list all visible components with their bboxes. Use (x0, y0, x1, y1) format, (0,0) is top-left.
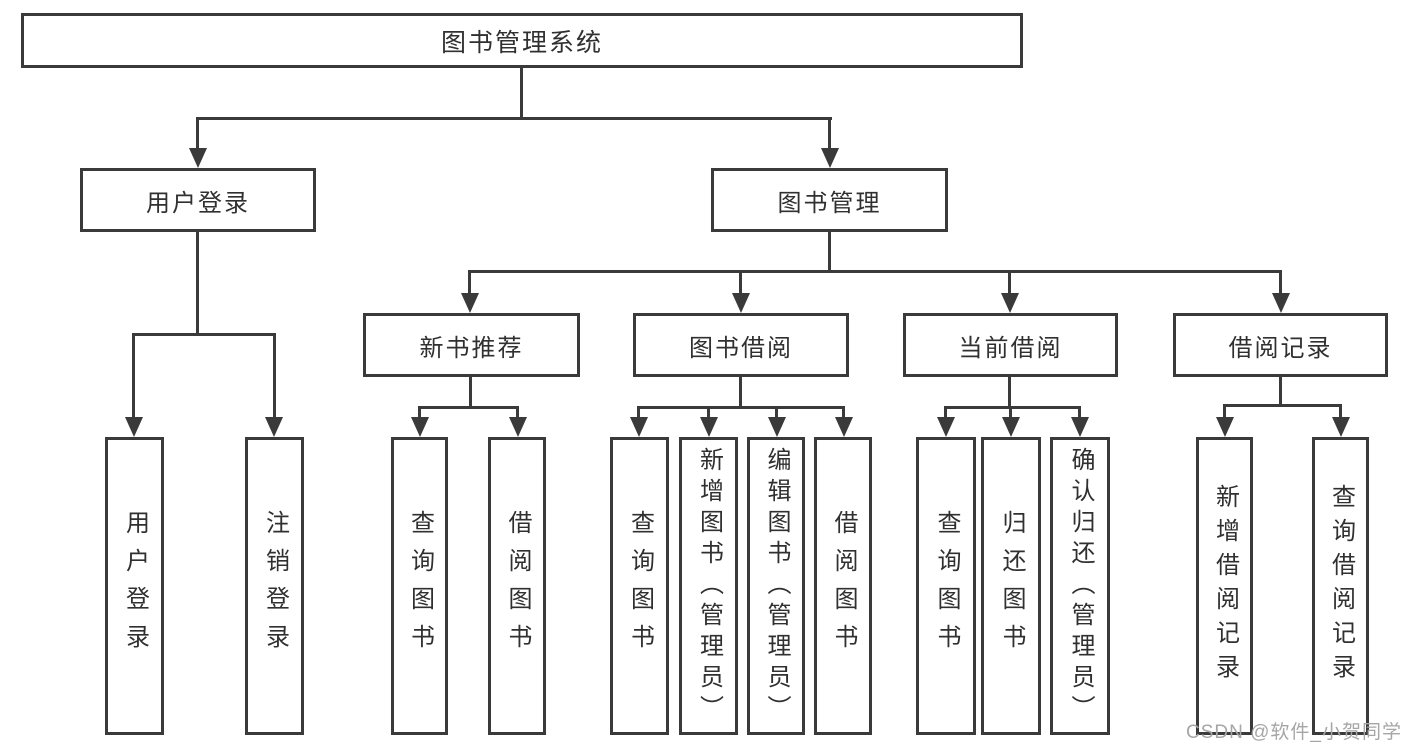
arrowhead-icon (189, 148, 207, 168)
node-label: 用户登录 (146, 189, 250, 217)
leaf-add-borrow-record: 新增借阅记录 (1196, 437, 1253, 735)
leaf-logout: 注销登录 (245, 437, 304, 735)
arrowhead-icon (265, 417, 283, 437)
connector-line (1279, 377, 1282, 407)
leaf-confirm-return-admin: 确认归还（管理员） (1050, 437, 1110, 735)
connector-line (273, 333, 276, 418)
leaf-add-book-admin: 新增图书（管理员） (679, 437, 738, 735)
arrowhead-icon (1002, 417, 1020, 437)
arrowhead-icon (835, 417, 853, 437)
connector-line (1008, 270, 1011, 294)
leaf-label: 注销登录 (261, 510, 289, 662)
node-label: 当前借阅 (958, 334, 1063, 362)
arrowhead-icon (509, 417, 527, 437)
connector-line (520, 68, 523, 118)
arrowhead-icon (700, 417, 718, 437)
leaf-label: 查询图书 (933, 510, 960, 662)
arrowhead-icon (732, 293, 750, 313)
leaf-label: 查询借阅记录 (1327, 484, 1355, 688)
leaf-label: 借阅图书 (504, 510, 531, 662)
connector-line (775, 406, 778, 419)
connector-line (196, 232, 199, 335)
leaf-label: 用户登录 (121, 510, 149, 662)
leaf-label: 查询图书 (626, 510, 654, 662)
node-borrowing-records: 借阅记录 (1173, 313, 1388, 377)
leaf-borrow-books-borrow: 借阅图书 (814, 437, 872, 735)
node-library-management-system: 图书管理系统 (21, 13, 1023, 68)
leaf-query-books-borrow: 查询图书 (610, 437, 669, 735)
arrowhead-icon (1216, 417, 1234, 437)
leaf-label: 归还图书 (998, 510, 1025, 662)
arrowhead-icon (630, 417, 648, 437)
leaf-user-login: 用户登录 (105, 437, 164, 735)
connector-line (707, 406, 710, 419)
connector-line (1339, 404, 1342, 419)
connector-line (739, 270, 742, 294)
node-label: 图书管理系统 (440, 28, 603, 57)
leaf-label: 新增图书（管理员） (695, 446, 723, 726)
arrowhead-icon (1001, 293, 1019, 313)
leaf-query-borrow-record: 查询借阅记录 (1312, 437, 1369, 735)
leaf-borrow-books-newrec: 借阅图书 (488, 437, 546, 735)
connector-line (1223, 404, 1226, 419)
leaf-query-books-current: 查询图书 (916, 437, 976, 735)
arrowhead-icon (1332, 417, 1350, 437)
node-new-book-recommendation: 新书推荐 (363, 313, 580, 377)
connector-line (132, 333, 135, 418)
connector-line (944, 406, 1081, 409)
node-label: 借阅记录 (1228, 334, 1333, 362)
node-book-management: 图书管理 (711, 168, 948, 232)
arrowhead-icon (1272, 293, 1290, 313)
arrowhead-icon (821, 148, 839, 168)
node-book-borrowing: 图书借阅 (633, 313, 849, 377)
leaf-label: 查询图书 (406, 510, 434, 662)
leaf-label: 编辑图书（管理员） (763, 446, 790, 726)
connector-line (418, 406, 519, 409)
connector-line (196, 117, 199, 151)
node-user-login: 用户登录 (80, 168, 316, 232)
leaf-edit-book-admin: 编辑图书（管理员） (747, 437, 805, 735)
arrowhead-icon (411, 417, 429, 437)
arrowhead-icon (768, 417, 786, 437)
leaf-query-books-newrec: 查询图书 (391, 437, 448, 735)
leaf-return-book: 归还图书 (981, 437, 1041, 735)
connector-line (1008, 377, 1011, 409)
leaf-label: 新增借阅记录 (1211, 484, 1239, 688)
connector-line (944, 406, 947, 419)
connector-line (637, 406, 845, 409)
connector-line (842, 406, 845, 419)
connector-line (197, 117, 832, 120)
connector-line (1223, 404, 1342, 407)
connector-line (828, 117, 831, 151)
connector-line (468, 270, 471, 294)
arrowhead-icon (125, 417, 143, 437)
leaf-label: 确认归还（管理员） (1067, 446, 1094, 726)
arrowhead-icon (1071, 417, 1089, 437)
node-label: 图书借阅 (689, 334, 793, 362)
leaf-label: 借阅图书 (830, 510, 857, 662)
connector-line (1078, 406, 1081, 419)
connector-line (739, 377, 742, 409)
connector-line (828, 232, 831, 273)
connector-line (516, 406, 519, 419)
connector-line (1279, 270, 1282, 294)
csdn-watermark: CSDN @软件_小贺同学 (1186, 722, 1402, 743)
arrowhead-icon (461, 293, 479, 313)
node-current-borrowing: 当前借阅 (903, 313, 1118, 377)
connector-line (469, 377, 472, 409)
node-label: 图书管理 (777, 189, 882, 217)
node-label: 新书推荐 (419, 334, 524, 362)
connector-line (637, 406, 640, 419)
connector-line (132, 333, 276, 336)
connector-line (418, 406, 421, 419)
connector-line (1009, 406, 1012, 419)
connector-line (468, 270, 1282, 273)
arrowhead-icon (937, 417, 955, 437)
